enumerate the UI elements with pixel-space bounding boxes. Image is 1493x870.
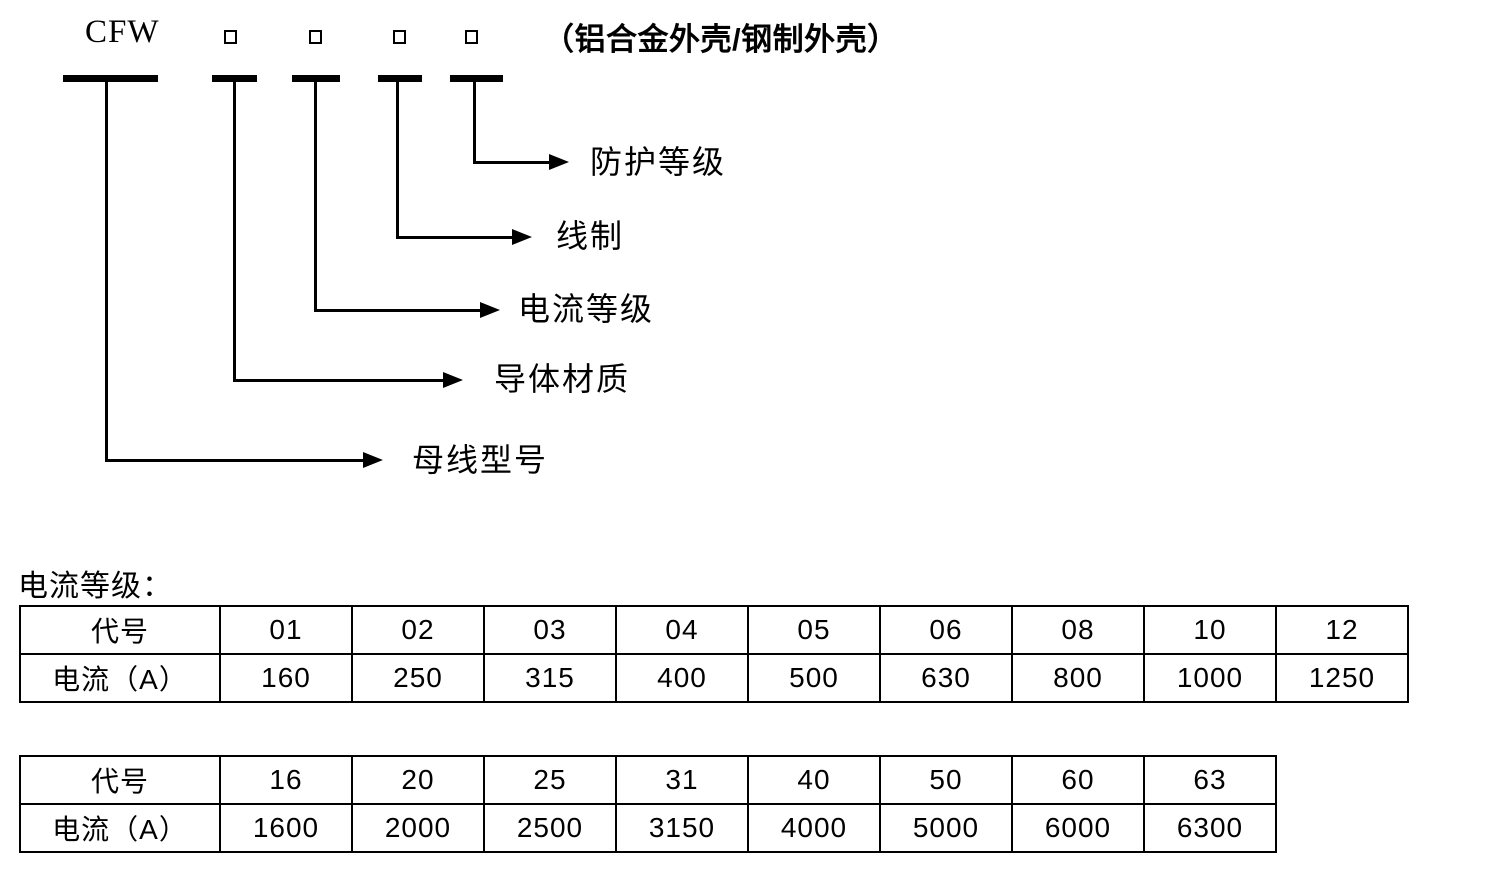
arrow-right-icon [512,229,532,245]
underline-bar-digit-2 [292,75,340,82]
table-cell: 6000 [1011,803,1145,853]
table-cell: 01 [219,605,353,655]
current-grade-table-1: 代号 01 02 03 04 05 06 08 10 12 电流（A） 160 … [19,605,1409,703]
branch-line-protection-vertical [473,82,476,164]
branch-line-wire-system-vertical [396,82,399,239]
row-header-cell: 代号 [19,605,221,655]
table-cell: 160 [219,653,353,703]
branch-line-conductor-vertical [233,82,236,382]
table-row: 代号 01 02 03 04 05 06 08 10 12 [19,605,1409,655]
arrow-right-icon [549,154,569,170]
underline-bar-digit-1 [212,75,257,82]
table-cell: 08 [1011,605,1145,655]
branch-line-conductor-horizontal [233,379,443,382]
table-row: 代号 16 20 25 31 40 50 60 63 [19,755,1277,805]
table-cell: 20 [351,755,485,805]
model-digit-box-1 [224,30,237,44]
table-cell: 63 [1143,755,1277,805]
table-row: 电流（A） 160 250 315 400 500 630 800 1000 1… [19,653,1409,703]
table-cell: 2500 [483,803,617,853]
branch-line-current-grade-vertical [314,82,317,312]
branch-label-wire-system: 线制 [556,218,625,254]
table-cell: 800 [1011,653,1145,703]
table-cell: 630 [879,653,1013,703]
table-cell: 31 [615,755,749,805]
table-cell: 25 [483,755,617,805]
arrow-right-icon [480,302,500,318]
model-digit-box-4 [465,30,478,44]
model-prefix-text: CFW [85,14,160,50]
table-cell: 60 [1011,755,1145,805]
arrow-right-icon [363,452,383,468]
arrow-right-icon [443,372,463,388]
table-cell: 1250 [1275,653,1409,703]
table-cell: 315 [483,653,617,703]
model-digit-box-3 [393,30,406,44]
table-cell: 3150 [615,803,749,853]
branch-label-conductor-material: 导体材质 [494,361,631,397]
table-cell: 10 [1143,605,1277,655]
row-header-cell: 电流（A） [19,653,221,703]
branch-line-protection-horizontal [473,161,549,164]
table-cell: 2000 [351,803,485,853]
row-header-cell: 代号 [19,755,221,805]
branch-line-busbar-model-horizontal [105,459,363,462]
table-cell: 50 [879,755,1013,805]
underline-bar-digit-4 [450,75,503,82]
branch-label-current-grade: 电流等级 [518,291,655,327]
table-cell: 6300 [1143,803,1277,853]
table-cell: 1000 [1143,653,1277,703]
housing-note-text: （铝合金外壳/钢制外壳） [543,22,899,57]
table-cell: 250 [351,653,485,703]
table-cell: 4000 [747,803,881,853]
table-cell: 500 [747,653,881,703]
branch-line-wire-system-horizontal [396,236,512,239]
row-header-cell: 电流（A） [19,803,221,853]
table-cell: 02 [351,605,485,655]
table-cell: 05 [747,605,881,655]
model-digit-box-2 [309,30,322,44]
table-row: 电流（A） 1600 2000 2500 3150 4000 5000 6000… [19,803,1277,853]
underline-bar-prefix [63,75,158,82]
table-cell: 1600 [219,803,353,853]
branch-label-busbar-model: 母线型号 [412,442,549,478]
table-cell: 04 [615,605,749,655]
table-cell: 06 [879,605,1013,655]
table-cell: 16 [219,755,353,805]
branch-line-busbar-model-vertical [105,82,108,462]
table-cell: 12 [1275,605,1409,655]
current-grade-table-2: 代号 16 20 25 31 40 50 60 63 电流（A） 1600 20… [19,755,1277,853]
section-heading: 电流等级： [18,570,173,603]
table-cell: 03 [483,605,617,655]
table-cell: 5000 [879,803,1013,853]
underline-bar-digit-3 [378,75,422,82]
branch-label-protection-grade: 防护等级 [590,144,727,180]
table-cell: 40 [747,755,881,805]
branch-line-current-grade-horizontal [314,309,480,312]
table-cell: 400 [615,653,749,703]
